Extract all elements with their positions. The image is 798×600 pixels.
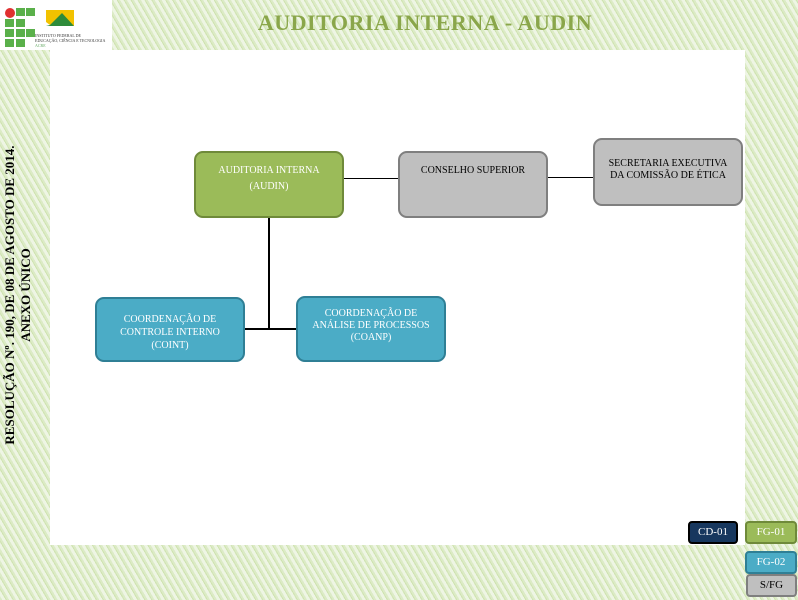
- node-label: ANÁLISE DE PROCESSOS: [312, 320, 430, 331]
- svg-text:ACRE: ACRE: [35, 43, 46, 48]
- node-coanp[interactable]: COORDENAÇÃO DE ANÁLISE DE PROCESSOS (COA…: [296, 296, 446, 362]
- node-label: DA COMISSÃO DE ÉTICA: [610, 170, 726, 181]
- node-label: SECRETARIA EXECUTIVA: [608, 158, 728, 169]
- legend-sfg: S/FG: [746, 574, 797, 597]
- node-label: AUDITORIA INTERNA: [218, 165, 320, 176]
- ifac-logo: INSTITUTO FEDERAL DE EDUCAÇÃO, CIÊNCIA E…: [0, 0, 112, 50]
- legend-fg02: FG-02: [745, 551, 797, 574]
- resolution-text: RESOLUÇÃO Nº. 190, DE 08 DE AGOSTO DE 20…: [2, 145, 17, 445]
- node-label: COORDENAÇÃO DE: [324, 308, 418, 319]
- connector: [547, 177, 594, 178]
- connector: [268, 217, 270, 329]
- annex-text: ANEXO ÚNICO: [18, 248, 33, 342]
- legend-cd01: CD-01: [688, 521, 738, 544]
- node-label: COORDENAÇÃO DE: [123, 314, 217, 325]
- connector: [244, 328, 298, 330]
- legend-fg01: FG-01: [745, 521, 797, 544]
- node-label: (AUDIN): [249, 181, 289, 192]
- svg-text:INSTITUTO FEDERAL DE: INSTITUTO FEDERAL DE: [35, 33, 82, 38]
- node-conselho-superior[interactable]: CONSELHO SUPERIOR: [398, 151, 548, 218]
- node-secretaria-etica[interactable]: SECRETARIA EXECUTIVA DA COMISSÃO DE ÉTIC…: [593, 138, 743, 206]
- node-label: CONTROLE INTERNO: [120, 327, 220, 338]
- connector: [343, 178, 399, 179]
- node-audin[interactable]: AUDITORIA INTERNA (AUDIN): [194, 151, 344, 218]
- node-coint[interactable]: COORDENAÇÃO DE CONTROLE INTERNO (COINT): [95, 297, 245, 362]
- node-label: (COINT): [151, 340, 189, 351]
- svg-text:EDUCAÇÃO, CIÊNCIA E TECNOLOGIA: EDUCAÇÃO, CIÊNCIA E TECNOLOGIA: [35, 38, 105, 44]
- logo-icon: INSTITUTO FEDERAL DE EDUCAÇÃO, CIÊNCIA E…: [5, 8, 105, 48]
- node-label: CONSELHO SUPERIOR: [420, 165, 526, 176]
- page-title: AUDITORIA INTERNA - AUDIN: [257, 10, 593, 35]
- resolution-label: RESOLUÇÃO Nº. 190, DE 08 DE AGOSTO DE 20…: [2, 130, 34, 460]
- node-label: (COANP): [350, 332, 392, 343]
